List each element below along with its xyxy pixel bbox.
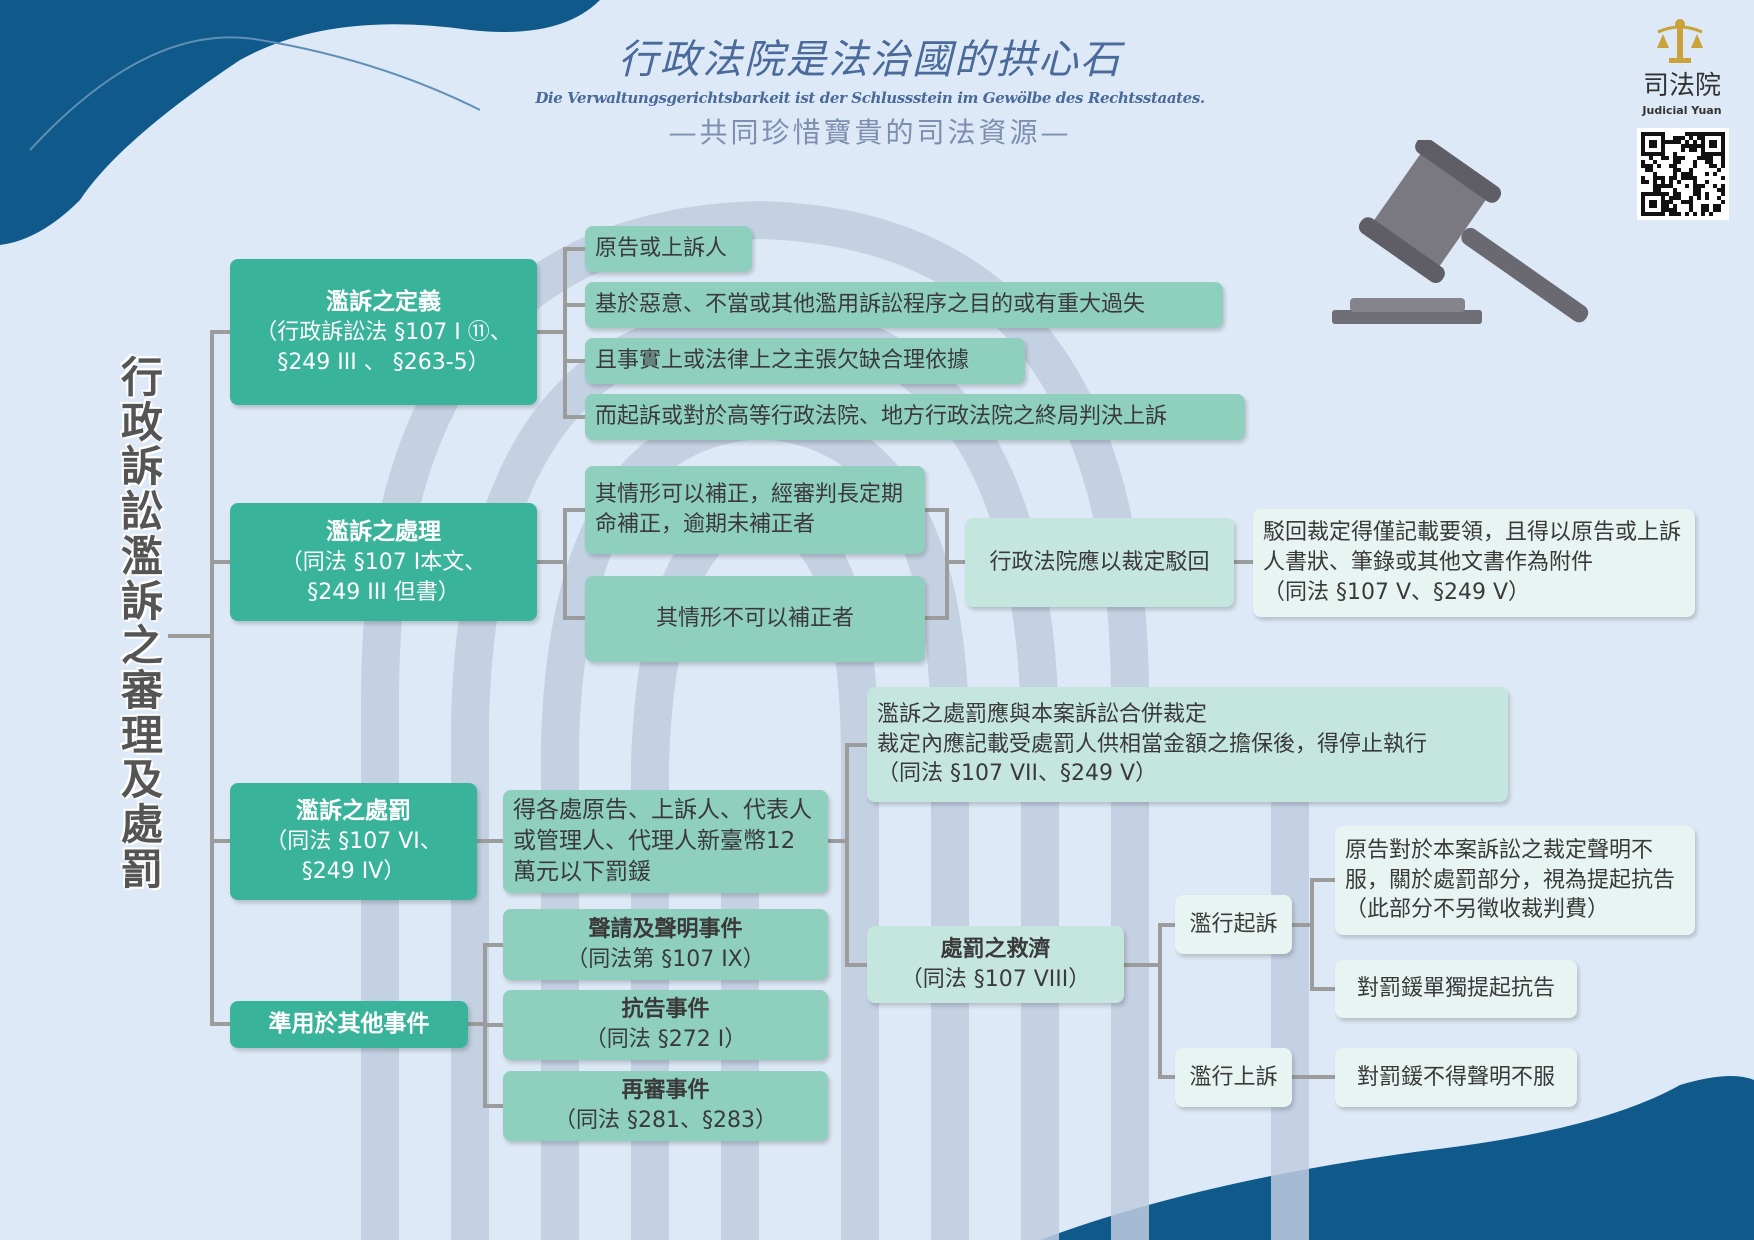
bottom-right-wave [1040,1076,1754,1240]
penalty-joint-box: 濫訴之處罰應與本案訴訟合併裁定 裁定內應記載受處罰人供相當金額之擔保後，得停止執… [867,687,1508,802]
definition-title: 濫訴之定義 [326,288,441,315]
definition-item: 原告或上訴人 [585,226,752,272]
other-item: 再審事件 （同法 §281、§283） [503,1071,828,1141]
handling-note: 駁回裁定得僅記載要領，且得以原告或上訴人書狀、筆錄或其他文書作為附件 [1263,520,1682,576]
remedy-ref: （同法 §107 VIII） [900,966,1091,992]
other-item-title: 聲請及聲明事件 [588,916,743,942]
handling-note-box: 駁回裁定得僅記載要領，且得以原告或上訴人書狀、筆錄或其他文書作為附件 （同法 §… [1253,509,1695,617]
suit-remedy-separate: 對罰鍰單獨提起抗告 [1335,960,1577,1018]
abusive-appeal: 濫行上訴 [1175,1048,1292,1107]
handling-case-correctable: 其情形可以補正，經審判長定期命補正，逾期未補正者 [585,466,925,554]
gavel-icon [1332,140,1589,324]
german-slogan: Die Verwaltungsgerichtsbarkeit ist der S… [535,89,1205,107]
other-item: 抗告事件 （同法 §272 I） [503,990,828,1060]
definition-item: 基於惡意、不當或其他濫用訴訟程序之目的或有重大過失 [585,282,1223,328]
handling-box: 濫訴之處理 （同法 §107 I本文、§249 III 但書） [230,503,537,621]
remedy-title: 處罰之救濟 [940,936,1051,962]
definition-item: 且事實上或法律上之主張欠缺合理依據 [585,338,1025,384]
handling-case-uncorrectable: 其情形不可以補正者 [585,576,925,662]
other-item-ref: （同法 §272 I） [584,1027,747,1052]
remedy-box: 處罰之救濟 （同法 §107 VIII） [867,926,1124,1003]
other-item: 聲請及聲明事件 （同法第 §107 IX） [503,909,828,980]
other-item-title: 抗告事件 [621,997,710,1023]
other-box: 準用於其他事件 [230,1001,468,1048]
handling-title: 濫訴之處理 [326,518,441,545]
appeal-remedy: 對罰鍰不得聲明不服 [1335,1048,1577,1107]
handling-note-ref: （同法 §107 V、§249 V） [1263,579,1531,605]
penalty-box: 濫訴之處罰 （同法 §107 VI、§249 IV） [230,783,477,900]
slogan: 行政法院是法治國的拱心石 [618,37,1122,83]
penalty-fine: 得各處原告、上訴人、代表人或管理人、代理人新臺幣12萬元以下罰鍰 [503,790,828,893]
penalty-joint-line2: 裁定內應記載受處罰人供相當金額之擔保後，得停止執行 [877,731,1428,757]
definition-ref: （行政訴訟法 §107 I ⑪、§249 III 、 §263-5） [255,319,512,375]
penalty-ref: （同法 §107 VI、§249 IV） [265,829,442,885]
suit-remedy-appeal: 原告對於本案訴訟之裁定聲明不服，關於處罰部分，視為提起抗告（此部分不另徵收裁判費… [1335,826,1695,935]
subtitle: —共同珍惜寶貴的司法資源— [668,116,1072,149]
top-left-wave [0,0,600,245]
definition-box: 濫訴之定義 （行政訴訟法 §107 I ⑪、§249 III 、 §263-5） [230,259,537,405]
other-item-title: 再審事件 [621,1078,710,1104]
logo-name-zh: 司法院 [1642,71,1721,101]
other-item-ref: （同法 §281、§283） [554,1108,777,1133]
penalty-title: 濫訴之處罰 [296,798,411,825]
scales-of-justice-icon [1657,19,1703,63]
other-title: 準用於其他事件 [268,1010,430,1037]
penalty-joint-ref: （同法 §107 VII、§249 V） [877,761,1158,787]
other-item-ref: （同法第 §107 IX） [566,946,765,972]
penalty-joint-line1: 濫訴之處罰應與本案訴訟合併裁定 [877,701,1208,727]
handling-result: 行政法院應以裁定駁回 [965,518,1234,607]
qr-code[interactable] [1637,128,1729,220]
main-title: 行政訴訟濫訴之審理及處罰 [120,353,163,894]
logo-name-en: Judicial Yuan [1642,104,1722,117]
handling-ref: （同法 §107 I本文、§249 III 但書） [280,549,487,605]
definition-item: 而起訴或對於高等行政法院、地方行政法院之終局判決上訴 [585,394,1245,440]
abusive-suit: 濫行起訴 [1175,895,1292,954]
